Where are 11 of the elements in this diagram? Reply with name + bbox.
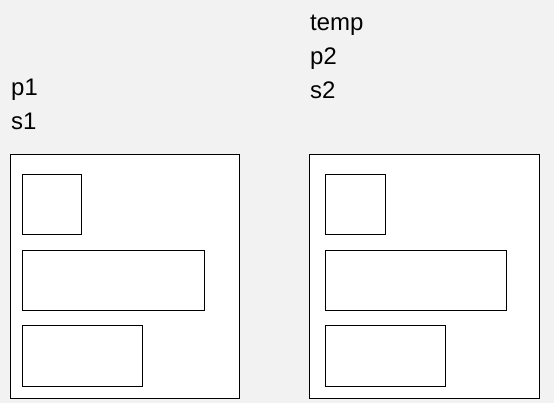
inner-box (325, 174, 386, 235)
variable-label: s1 (11, 108, 36, 136)
variable-label: p1 (11, 74, 38, 102)
inner-box (325, 325, 446, 387)
inner-box (22, 250, 205, 311)
variable-label: s2 (310, 77, 336, 105)
inner-box (325, 250, 507, 311)
inner-box (22, 325, 143, 387)
inner-box (22, 174, 82, 235)
variable-label: temp (310, 9, 364, 37)
variable-label: p2 (310, 43, 337, 71)
